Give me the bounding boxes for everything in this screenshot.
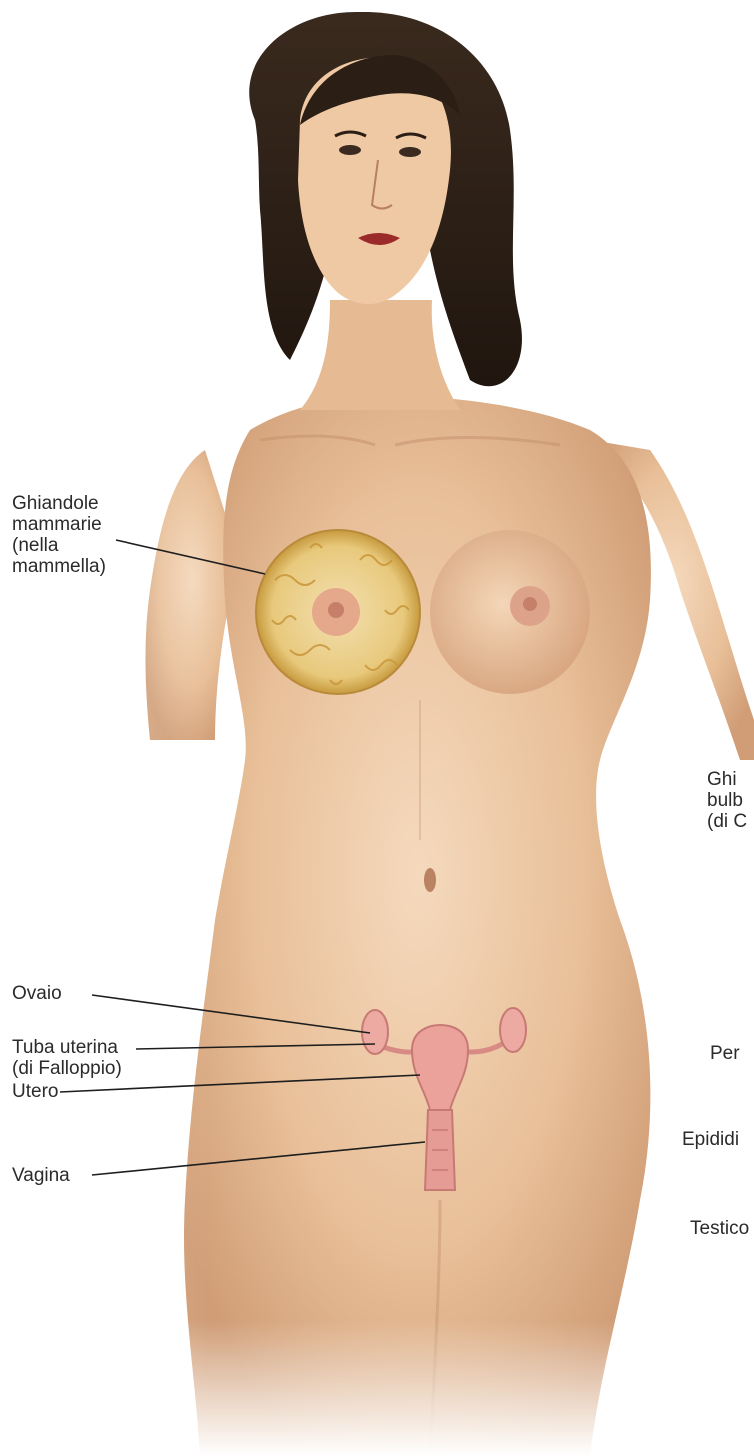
label-tuba-line-1: Tuba uterina: [12, 1037, 122, 1058]
label-tuba-uterina: Tuba uterina (di Falloppio): [12, 1037, 122, 1079]
left-nipple: [328, 602, 344, 618]
right-nipple: [523, 597, 537, 611]
left-eye: [339, 145, 361, 155]
label-pene-text: Per: [710, 1043, 740, 1064]
label-pene-cut: Per: [710, 1043, 740, 1064]
label-mammary-line-3: (nella: [12, 535, 106, 556]
label-testicolo-text: Testico: [690, 1218, 749, 1239]
label-ovaio-text: Ovaio: [12, 983, 62, 1004]
label-vagina: Vagina: [12, 1165, 70, 1186]
label-ovaio: Ovaio: [12, 983, 62, 1004]
label-mammary-glands: Ghiandole mammarie (nella mammella): [12, 493, 106, 577]
label-epididimo-cut: Epididi: [682, 1129, 739, 1150]
label-epididimo-text: Epididi: [682, 1129, 739, 1150]
label-tuba-line-2: (di Falloppio): [12, 1058, 122, 1079]
label-bulbo-cut: Ghi bulb (di C: [707, 769, 747, 832]
label-vagina-text: Vagina: [12, 1165, 70, 1186]
label-bulbo-line-1: Ghi: [707, 769, 747, 790]
label-mammary-line-1: Ghiandole: [12, 493, 106, 514]
label-bulbo-line-3: (di C: [707, 811, 747, 832]
label-mammary-line-2: mammarie: [12, 514, 106, 535]
right-ovary: [500, 1008, 526, 1052]
label-utero-text: Utero: [12, 1081, 58, 1102]
right-breast: [430, 530, 590, 694]
label-testicolo-cut: Testico: [690, 1218, 749, 1239]
label-bulbo-line-2: bulb: [707, 790, 747, 811]
torso: [184, 395, 651, 1456]
right-eye: [399, 147, 421, 157]
neck: [300, 300, 460, 410]
label-utero: Utero: [12, 1081, 58, 1102]
navel: [424, 868, 436, 892]
label-mammary-line-4: mammella): [12, 556, 106, 577]
